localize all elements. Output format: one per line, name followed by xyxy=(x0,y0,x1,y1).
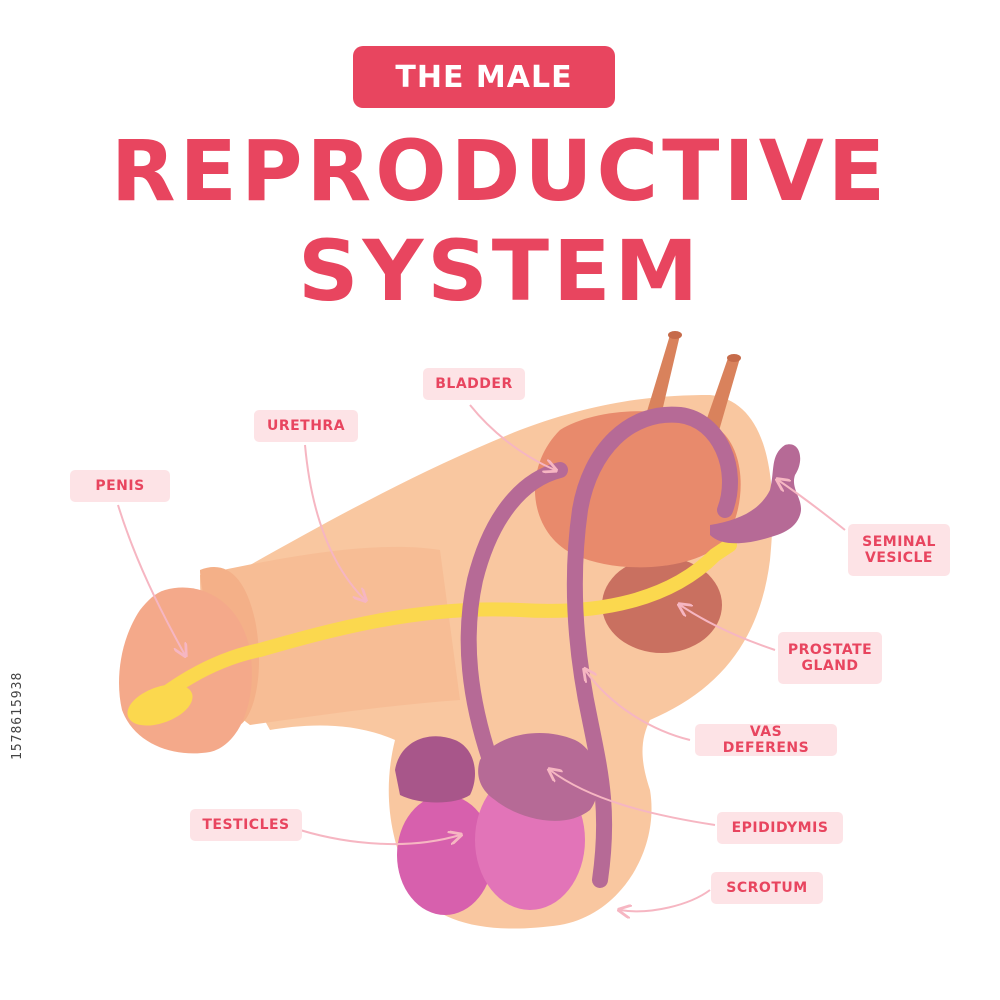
bladder xyxy=(534,411,741,568)
label-seminal-vesicle-line2: VESICLE xyxy=(865,550,933,566)
arrow-testicles xyxy=(299,829,460,846)
label-seminal-vesicle: SEMINAL VESICLE xyxy=(848,524,950,576)
seminal-vesicle xyxy=(710,444,802,544)
page-title-line-2: SYSTEM xyxy=(297,222,703,320)
arrow-seminal-vesicle xyxy=(778,480,846,531)
label-scrotum-text: SCROTUM xyxy=(726,879,808,896)
label-prostate-line1: PROSTATE xyxy=(787,641,873,658)
label-urethra-text: URETHRA xyxy=(266,417,346,434)
vas-deferens-left xyxy=(460,462,568,768)
stock-id-watermark: 1578615938 xyxy=(10,671,25,760)
page-title-line-1: REPRODUCTIVE xyxy=(110,122,890,220)
arrow-bladder xyxy=(469,404,555,470)
urethra xyxy=(133,538,737,722)
ureter-left xyxy=(645,335,680,420)
label-bladder: BLADDER xyxy=(423,368,525,400)
label-penis: PENIS xyxy=(70,470,170,502)
testicle-left xyxy=(397,795,493,915)
label-testicles-text: TESTICLES xyxy=(202,816,290,833)
glans xyxy=(119,587,252,754)
label-epididymis: EPIDIDYMIS xyxy=(717,812,843,844)
arrow-urethra xyxy=(304,444,365,600)
label-vas-deferens: VAS DEFERENS xyxy=(695,724,837,756)
label-scrotum: SCROTUM xyxy=(711,872,823,904)
label-prostate-gland: PROSTATE GLAND xyxy=(778,632,882,684)
arrow-prostate xyxy=(680,605,776,651)
epididymis-right xyxy=(478,732,599,821)
arrow-scrotum xyxy=(620,889,711,911)
title-badge: THE MALE xyxy=(353,46,615,108)
label-urethra: URETHRA xyxy=(254,410,358,442)
arrow-penis xyxy=(117,504,185,655)
label-prostate-line2: GLAND xyxy=(801,658,859,674)
vas-deferens-right xyxy=(566,406,738,888)
title-badge-text: THE MALE xyxy=(395,59,573,95)
label-penis-text: PENIS xyxy=(95,477,145,494)
arrow-vas-deferens xyxy=(585,670,691,741)
label-testicles: TESTICLES xyxy=(190,809,302,841)
label-vas-deferens-text: VAS DEFERENS xyxy=(722,723,810,756)
label-bladder-text: BLADDER xyxy=(435,375,513,392)
arrow-epididymis xyxy=(550,770,716,826)
label-epididymis-text: EPIDIDYMIS xyxy=(731,819,829,836)
label-seminal-vesicle-line1: SEMINAL xyxy=(862,533,936,550)
epididymis-left xyxy=(395,736,475,803)
